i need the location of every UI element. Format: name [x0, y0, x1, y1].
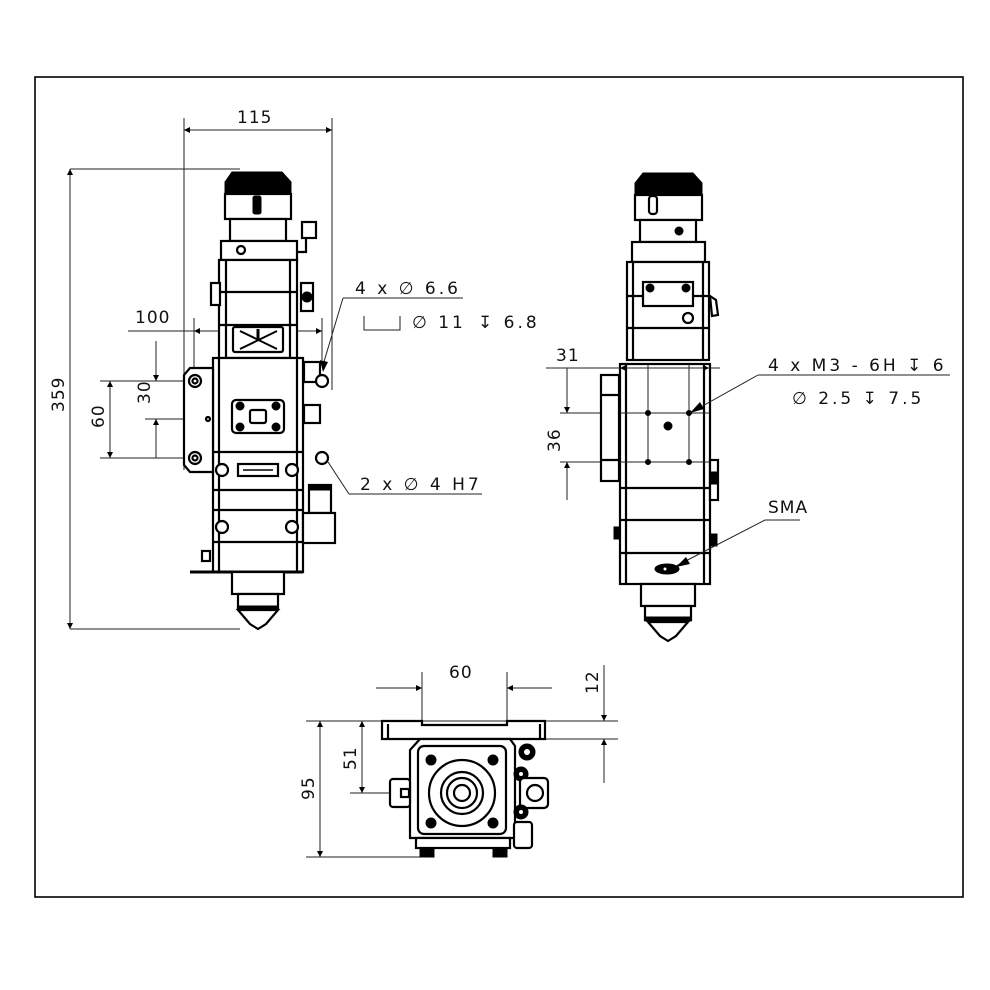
- dim-plate-thickness: 12: [583, 670, 603, 694]
- dim-overall-width: 115: [237, 108, 272, 128]
- dim-mount-width: 100: [135, 308, 170, 328]
- callout-pilot-holes: ∅ 2.5 ↧ 7.5: [792, 389, 924, 409]
- bottom-view: [306, 665, 618, 858]
- callout-counterbore-holes: 4 x ∅ 6.6: [355, 279, 461, 299]
- dim-center-offset: 51: [341, 746, 361, 770]
- dim-side-hole-spacing: 36: [545, 428, 565, 452]
- drawing-border: [34, 76, 964, 898]
- callout-sma-connector: SMA: [768, 498, 808, 518]
- dim-side-top-offset: 31: [556, 346, 580, 366]
- dim-hole-offset: 30: [135, 380, 155, 404]
- callout-counterbore-diameter: ∅ 11: [412, 313, 466, 333]
- callout-dowel-holes: 2 x ∅ 4 H7: [360, 475, 482, 495]
- front-view: [67, 118, 337, 631]
- dim-plate-width: 60: [449, 663, 473, 683]
- callout-counterbore-depth: ↧ 6.8: [478, 313, 540, 333]
- dim-overall-depth: 95: [299, 776, 319, 800]
- dim-hole-spacing: 60: [89, 404, 109, 428]
- counterbore-symbol: [363, 316, 401, 331]
- dim-overall-height: 359: [49, 377, 69, 412]
- side-view: [546, 172, 720, 643]
- callout-threaded-holes: 4 x M3 - 6H ↧ 6: [768, 356, 947, 376]
